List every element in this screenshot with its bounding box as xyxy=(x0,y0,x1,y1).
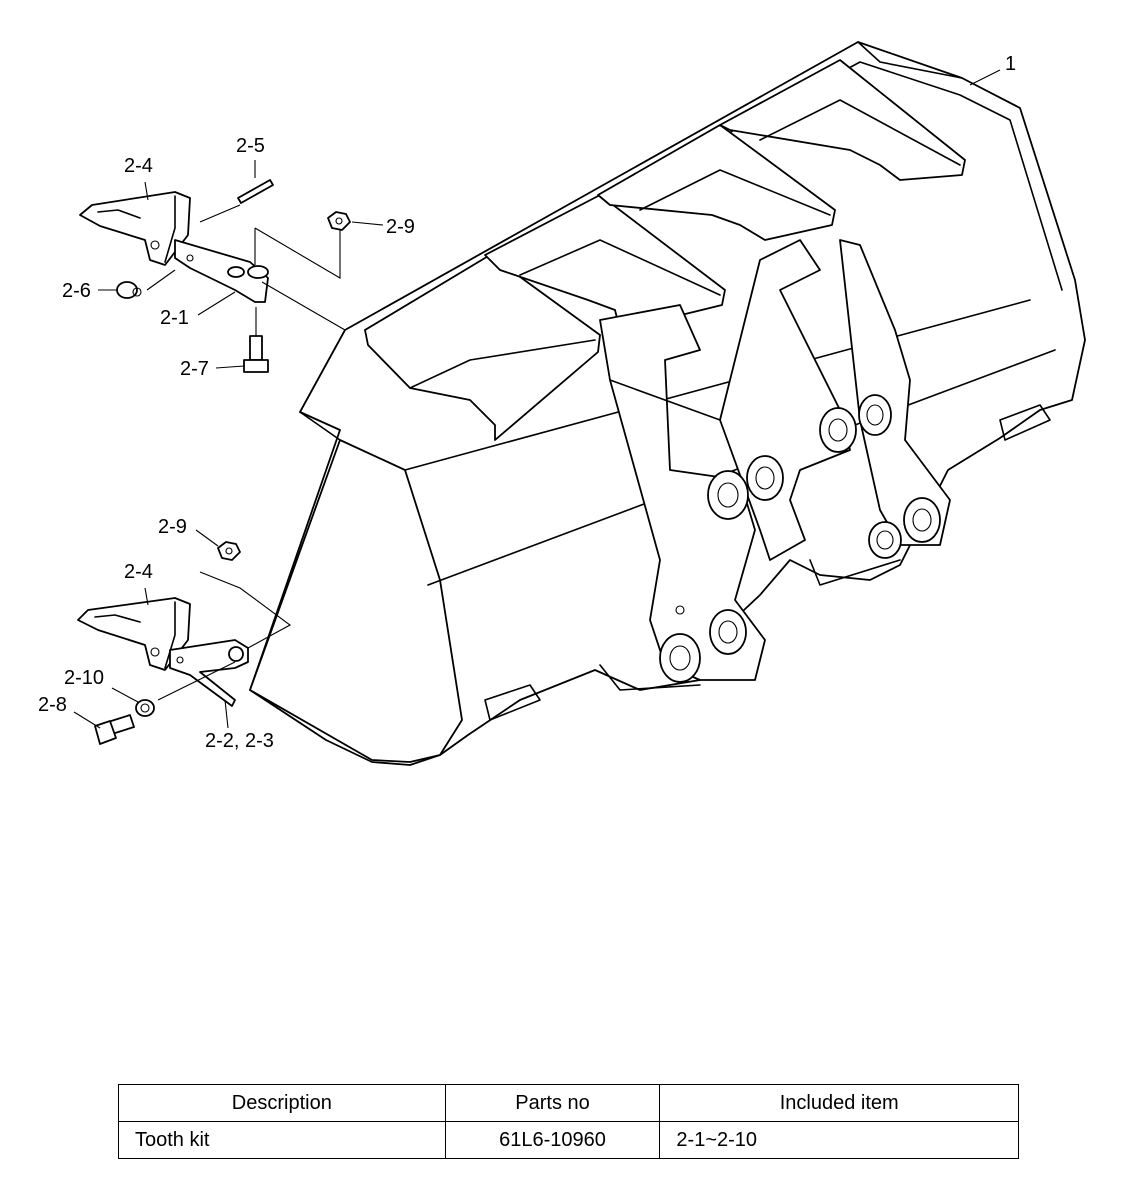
top-washer xyxy=(116,281,138,299)
callout-2-7: 2-7 xyxy=(180,358,209,380)
bucket-pin-bosses xyxy=(659,394,941,683)
callout-2-1: 2-1 xyxy=(160,307,189,329)
table-row: Tooth kit 61L6-10960 2-1~2-10 xyxy=(118,1121,1019,1159)
bucket-mount-bracket-3 xyxy=(839,239,951,546)
callout-1: 1 xyxy=(1005,53,1016,75)
callout-2-4-bottom: 2-4 xyxy=(124,561,153,583)
callout-2-9-bottom: 2-9 xyxy=(158,516,187,538)
table-header-row: Description Parts no Included item xyxy=(118,1084,1019,1122)
parts-table: Description Parts no Included item Tooth… xyxy=(118,1084,1019,1159)
bottom-nut xyxy=(217,541,241,561)
bottom-tooth-assembly xyxy=(77,541,292,745)
callout-2-8: 2-8 xyxy=(38,694,67,716)
top-tooth-assembly xyxy=(79,179,351,373)
bottom-adapter xyxy=(169,639,249,707)
top-tooth xyxy=(79,191,191,266)
top-nut xyxy=(327,211,351,231)
top-bolt xyxy=(249,335,263,361)
top-pin xyxy=(237,179,274,204)
cell-description: Tooth kit xyxy=(118,1121,446,1159)
exploded-parts-diagram: 1 2-5 2-4 2-9 2-6 2-1 2-7 2-9 2-4 2-10 2… xyxy=(38,41,1086,766)
callout-labels: 1 2-5 2-4 2-9 2-6 2-1 2-7 2-9 2-4 2-10 2… xyxy=(38,53,1016,752)
header-included-item: Included item xyxy=(659,1084,1019,1122)
bucket-drawing xyxy=(249,41,1086,766)
callout-2-6: 2-6 xyxy=(62,280,91,302)
callout-2-9-top: 2-9 xyxy=(386,216,415,238)
cell-included-item: 2-1~2-10 xyxy=(659,1121,1019,1159)
cell-parts-no: 61L6-10960 xyxy=(444,1121,661,1159)
callout-2-4-top: 2-4 xyxy=(124,155,153,177)
callout-2-5: 2-5 xyxy=(236,135,265,157)
bucket-mount-bracket-1 xyxy=(599,304,766,681)
bucket-cutting-edge xyxy=(249,439,463,763)
bottom-washer xyxy=(135,699,155,717)
header-parts-no: Parts no xyxy=(444,1084,661,1122)
callout-2-10: 2-10 xyxy=(64,667,104,689)
callout-2-2-2-3: 2-2, 2-3 xyxy=(205,730,274,752)
header-description: Description xyxy=(118,1084,446,1122)
